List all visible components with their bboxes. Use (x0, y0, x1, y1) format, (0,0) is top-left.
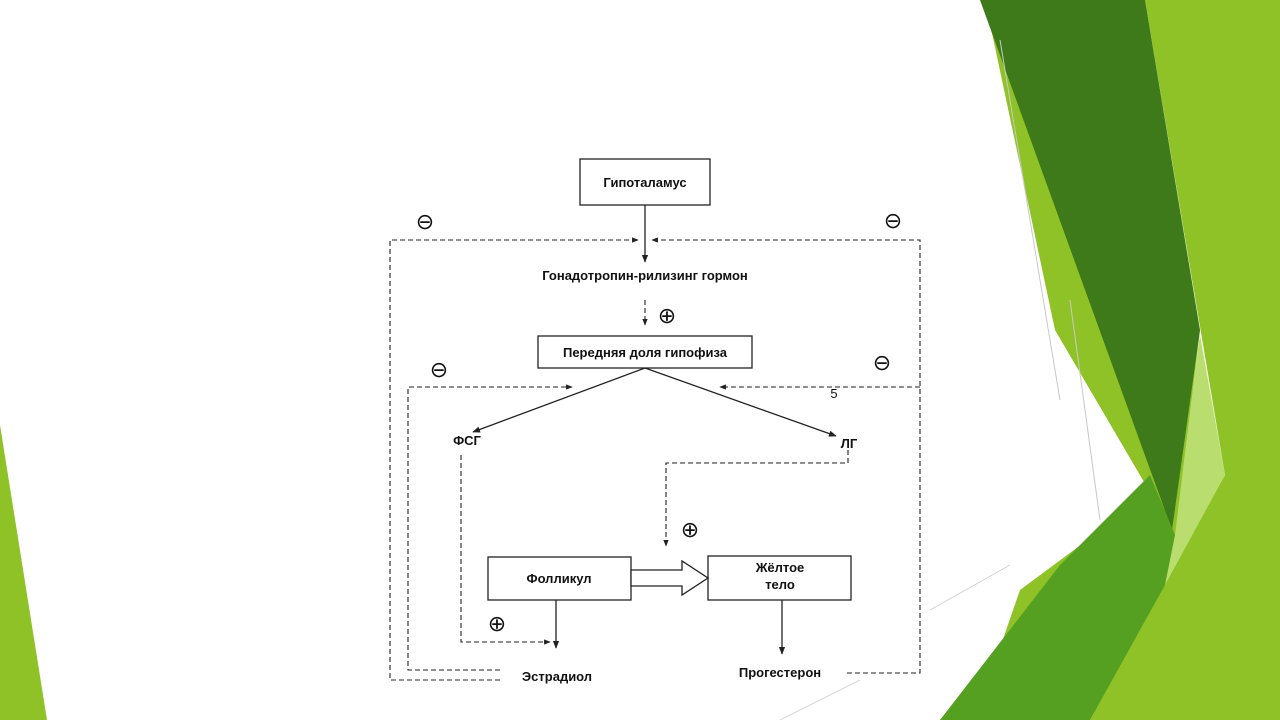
minus-sign-top-right: ⊖ (884, 208, 902, 233)
minus-sign-mid-left: ⊖ (430, 357, 448, 382)
thin-line-4 (779, 679, 861, 721)
follicle-label: Фолликул (526, 571, 591, 586)
green-shape-right-light (1165, 335, 1225, 585)
dash-fsh-to-estradiol (460, 455, 551, 645)
green-shape-left (0, 425, 47, 720)
dash-lh-to-corpus (663, 450, 849, 547)
estradiol-label: Эстрадиол (522, 669, 592, 684)
dash-estradiol-to-pituitary (407, 384, 573, 671)
progesterone-label: Прогестерон (739, 665, 821, 680)
feedback-lines (389, 237, 921, 681)
lh-label: ЛГ (841, 436, 858, 451)
fsh-label: ФСГ (453, 433, 481, 448)
thin-line-3 (929, 564, 1011, 611)
plus-sign-fsh: ⊕ (488, 611, 506, 636)
plus-sign-lh: ⊕ (681, 517, 699, 542)
hormone-diagram (389, 158, 921, 681)
corpus-luteum-label-line1: Жёлтое (755, 560, 805, 575)
dash-progesterone-to-hypothalamus (651, 237, 921, 674)
diagram-labels: Гипоталамус Гонадотропин-рилизинг гормон… (416, 175, 902, 684)
thin-line-2 (1069, 299, 1101, 521)
corpus-luteum-label-line2: тело (765, 577, 795, 592)
hypothalamus-label: Гипоталамус (603, 175, 686, 190)
plus-sign-gnrh: ⊕ (658, 303, 676, 328)
green-shape-right-medium (940, 475, 1175, 720)
arrow-pituitary-fsh (472, 367, 646, 433)
minus-sign-mid-right: ⊖ (873, 350, 891, 375)
arrow-pituitary-lh (644, 367, 837, 437)
green-shape-right-dark (980, 0, 1200, 530)
green-shape-right-back (1090, 0, 1280, 720)
dash-estradiol-to-hypothalamus (389, 237, 639, 681)
arrow-follicle-to-corpus-luteum (630, 559, 710, 597)
pituitary-label: Передняя доля гипофиза (563, 345, 728, 360)
marker-number: 5 (830, 386, 837, 401)
thin-line-1 (999, 39, 1061, 401)
minus-sign-top-left: ⊖ (416, 209, 434, 234)
gnrh-label: Гонадотропин-рилизинг гормон (542, 268, 748, 283)
